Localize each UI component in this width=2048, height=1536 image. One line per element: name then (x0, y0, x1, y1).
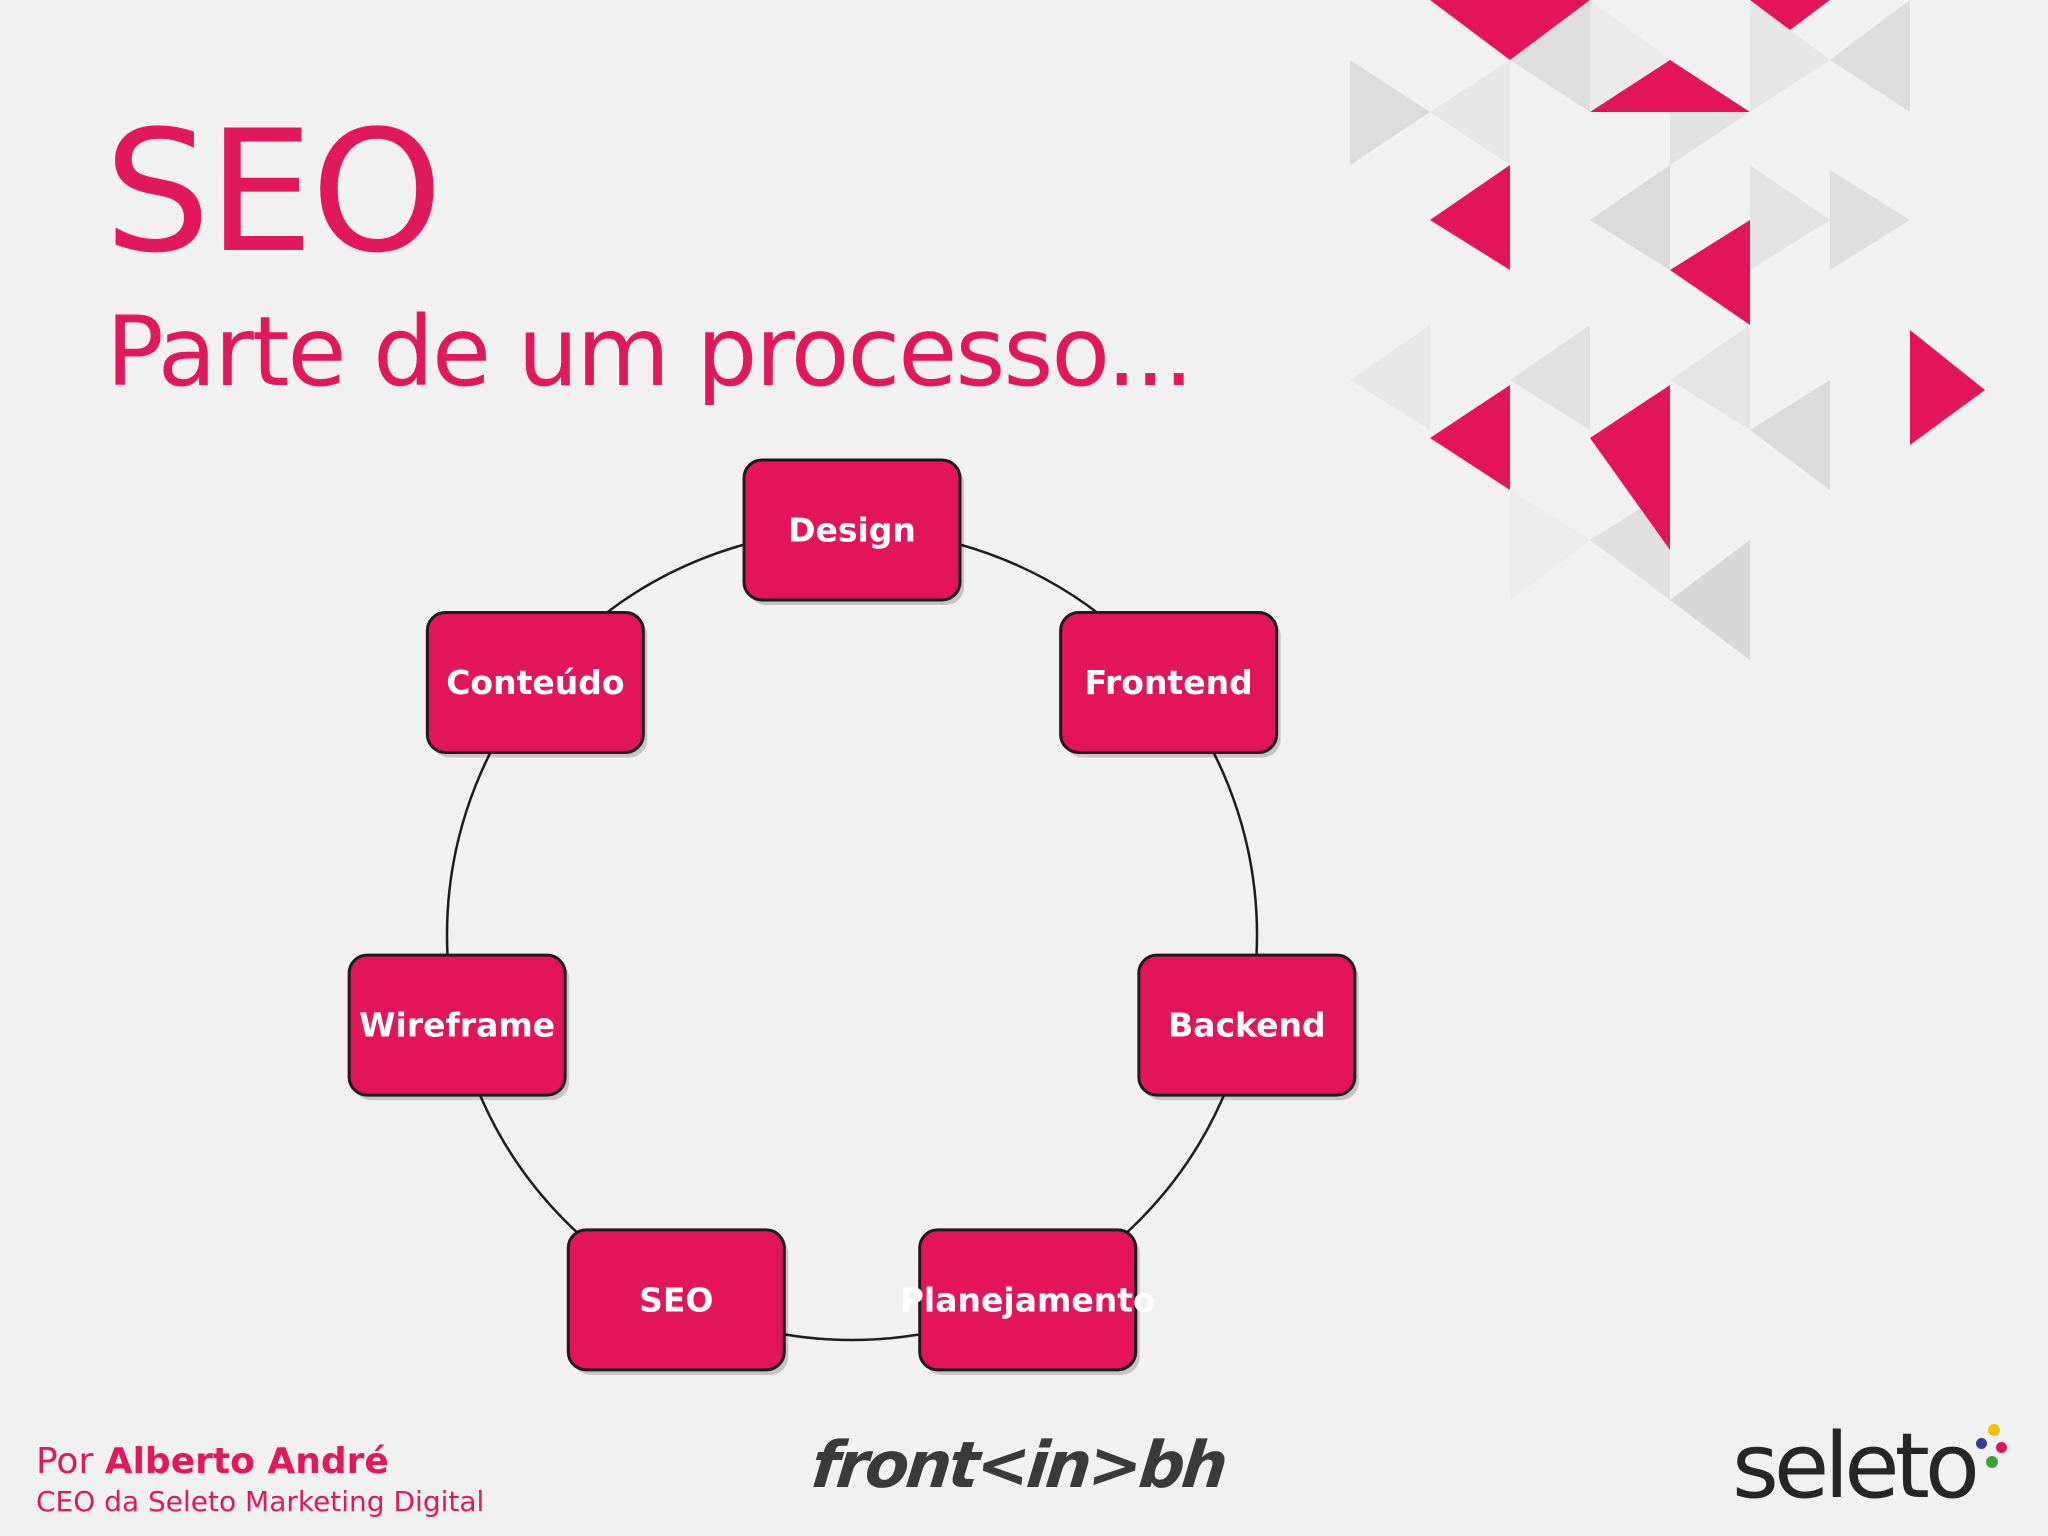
triangle-pattern-decoration (1350, 0, 1985, 660)
seleto-logo-dot-red (1996, 1442, 2007, 1453)
author-block: Por Alberto André CEO da Seleto Marketin… (36, 1440, 596, 1519)
slide-subtitle: Parte de um processo... (106, 296, 1194, 408)
frontinbh-logo: front<in>bh (808, 1429, 1229, 1503)
seleto-logo: seleto (1732, 1422, 2032, 1532)
cycle-node-label: Planejamento (900, 1280, 1156, 1319)
cycle-node: Conteúdo (425, 610, 648, 758)
author-line: Por Alberto André (36, 1440, 596, 1483)
cycle-node-box (1059, 610, 1279, 754)
seleto-logo-dot-yellow (1988, 1424, 2000, 1436)
author-prefix: Por (36, 1441, 94, 1482)
cycle-node-box (918, 1228, 1138, 1372)
cycle-node-box (742, 458, 962, 602)
cycle-node-label: Conteúdo (446, 663, 624, 702)
cycle-node: SEO (566, 1228, 789, 1375)
cycle-node-label: Wireframe (359, 1006, 555, 1045)
author-role: CEO da Seleto Marketing Digital (36, 1485, 485, 1519)
author-name: Alberto André (104, 1441, 389, 1482)
cycle-node-box (566, 1228, 786, 1372)
cycle-node: Frontend (1059, 610, 1281, 758)
cycle-node: Planejamento (900, 1228, 1156, 1375)
cycle-node: Wireframe (347, 953, 570, 1101)
cycle-node-label: SEO (639, 1280, 713, 1319)
cycle-node-label: Backend (1168, 1006, 1326, 1045)
slide-title: SEO (104, 94, 443, 290)
cycle-node-box (425, 610, 645, 754)
seleto-logo-dot-blue (1976, 1438, 1987, 1449)
cycle-node-box (1137, 953, 1357, 1097)
seleto-logo-text: seleto (1732, 1414, 1980, 1519)
cycle-node: Design (742, 458, 964, 605)
cycle-node-label: Frontend (1085, 663, 1253, 702)
cycle-node-label: Design (788, 511, 916, 550)
cycle-node-box (347, 953, 567, 1097)
cycle-node: Backend (1137, 953, 1359, 1101)
seleto-logo-dot-green (1986, 1456, 1998, 1468)
